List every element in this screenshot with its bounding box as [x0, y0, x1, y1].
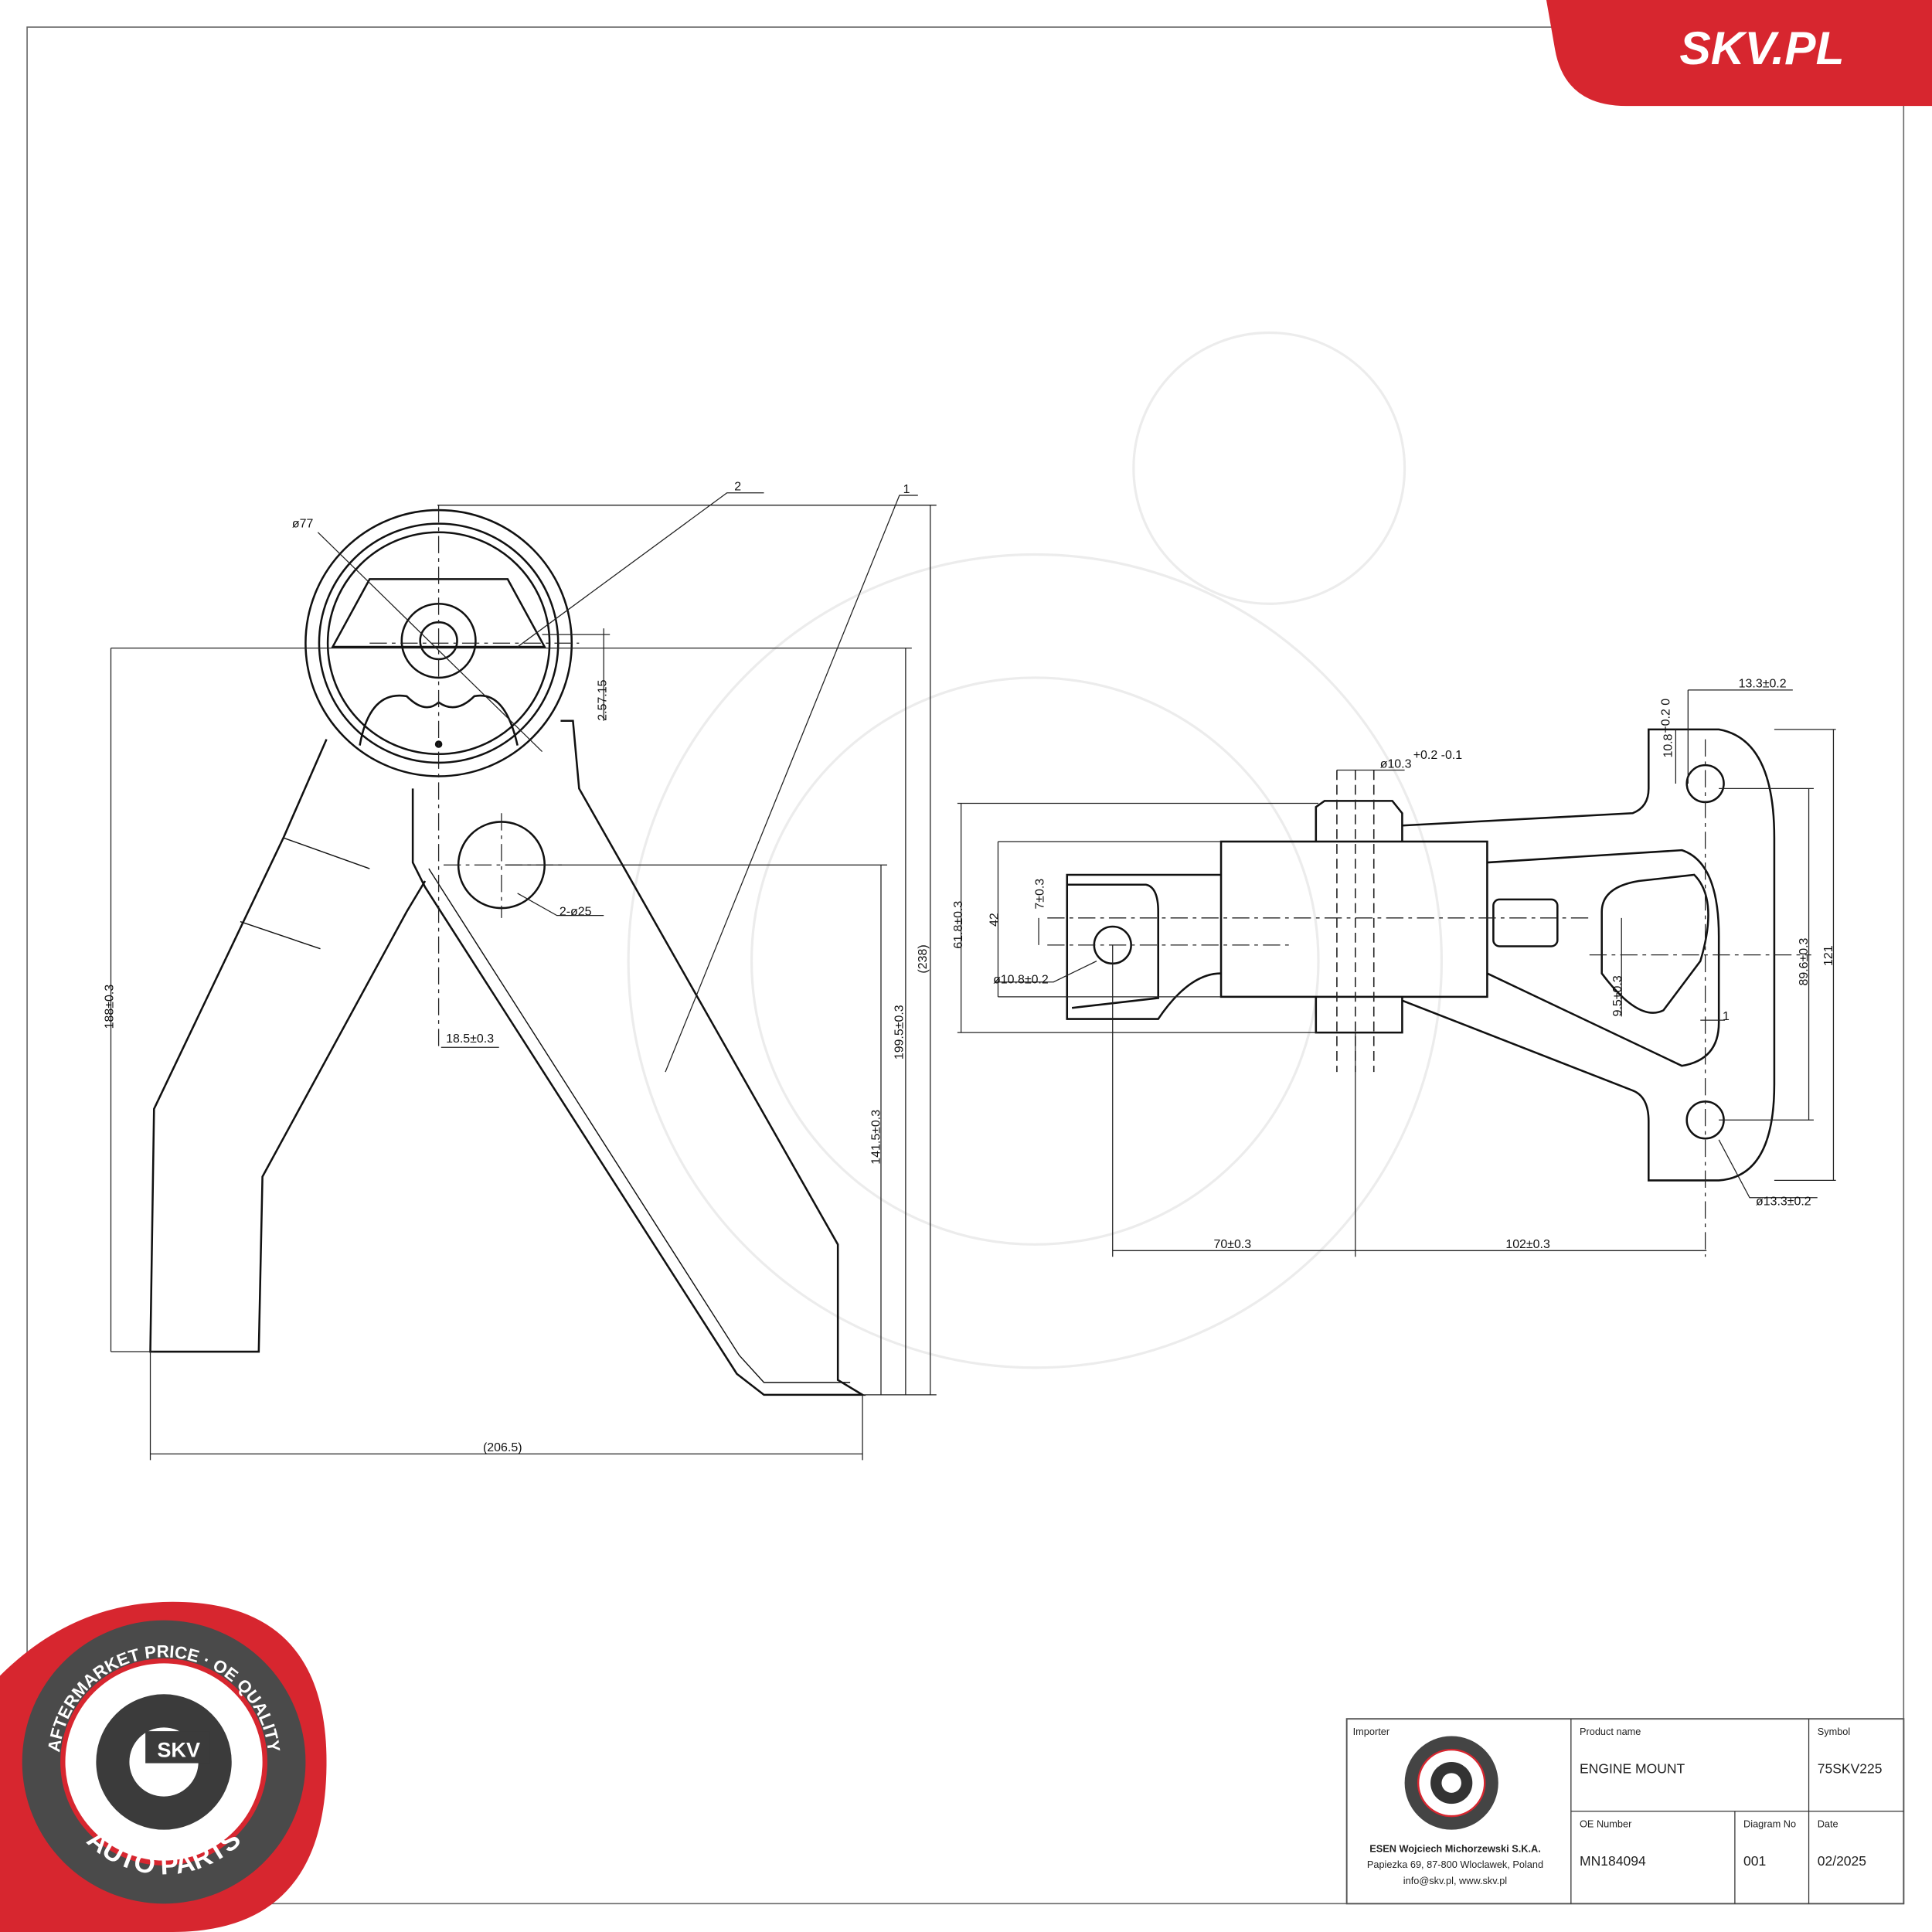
watermark-gear	[627, 331, 1444, 1369]
label-102: 102±0.3	[1505, 1238, 1550, 1251]
importer-contact: info@skv.pl, www.skv.pl	[1403, 1875, 1507, 1886]
oe-label: OE Number	[1580, 1818, 1632, 1829]
brand-banner: SKV.PL	[1546, 0, 1932, 107]
date-value: 02/2025	[1818, 1853, 1866, 1869]
label-offset: 2.57.15	[596, 679, 609, 720]
label-item-1: 1	[903, 483, 910, 496]
label-dia-13-3: ø13.3±0.2	[1756, 1195, 1811, 1208]
skv-badge-logo: SKV AFTERMARKET PRICE · OE QUALITY AUTO …	[0, 1601, 327, 1932]
symbol-value: 75SKV225	[1818, 1760, 1883, 1776]
importer-address: Papiezka 69, 87-800 Wloclawek, Poland	[1367, 1859, 1543, 1870]
drawing-frame	[26, 26, 1905, 1905]
front-view: ø77 2 1 2.57.15 2-ø25 18.5±0.3 188±0.3 1…	[104, 481, 937, 1461]
label-121: 121	[1822, 945, 1835, 966]
label-13-3-top: 13.3±0.2	[1739, 678, 1787, 691]
label-188: 188±0.3	[104, 985, 117, 1029]
label-item-2: 2	[734, 481, 741, 494]
importer-logo	[1404, 1736, 1498, 1830]
importer-name: ESEN Wojciech Michorzewski S.K.A.	[1369, 1842, 1541, 1854]
title-block: Importer ESEN Wojciech Michorzewski S.K.…	[1345, 1718, 1905, 1905]
label-dia-77: ø77	[292, 517, 314, 530]
label-1: 1	[1723, 1010, 1730, 1023]
label-238: (238)	[917, 944, 930, 973]
date-label: Date	[1818, 1818, 1838, 1829]
label-7: 7±0.3	[1033, 879, 1046, 910]
label-42: 42	[988, 913, 1001, 927]
diagram-number: 001	[1743, 1853, 1766, 1869]
symbol-label: Symbol	[1818, 1726, 1851, 1737]
brand-banner-text: SKV.PL	[1679, 22, 1844, 74]
oe-number: MN184094	[1580, 1853, 1646, 1869]
label-199-5: 199.5±0.3	[893, 1005, 906, 1060]
label-holes-25: 2-ø25	[560, 906, 592, 919]
side-view: 13.3±0.2 10.8 +0.2 0 ø10.3 +0.2 -0.1 61.…	[952, 678, 1836, 1257]
label-141-5: 141.5±0.3	[869, 1110, 883, 1165]
label-70: 70±0.3	[1213, 1238, 1251, 1251]
badge-center: SKV	[157, 1738, 200, 1762]
product-label: Product name	[1580, 1726, 1641, 1737]
label-9-5: 9.5±0.3	[1611, 975, 1624, 1016]
label-dia-10-3-tol: +0.2 -0.1	[1413, 749, 1462, 762]
label-206-5: (206.5)	[483, 1441, 522, 1454]
label-10-8: 10.8	[1662, 733, 1675, 757]
label-61-8: 61.8±0.3	[952, 901, 965, 949]
label-10-8-tol: +0.2 0	[1659, 699, 1672, 733]
label-18-5: 18.5±0.3	[446, 1032, 494, 1046]
label-dia-10-3: ø10.3	[1380, 757, 1412, 770]
label-89-6: 89.6±0.3	[1798, 937, 1811, 985]
importer-label: Importer	[1353, 1726, 1390, 1737]
label-dia-10-8: ø10.8±0.2	[993, 973, 1049, 986]
product-name: ENGINE MOUNT	[1580, 1760, 1685, 1776]
diagram-label: Diagram No	[1743, 1818, 1796, 1829]
